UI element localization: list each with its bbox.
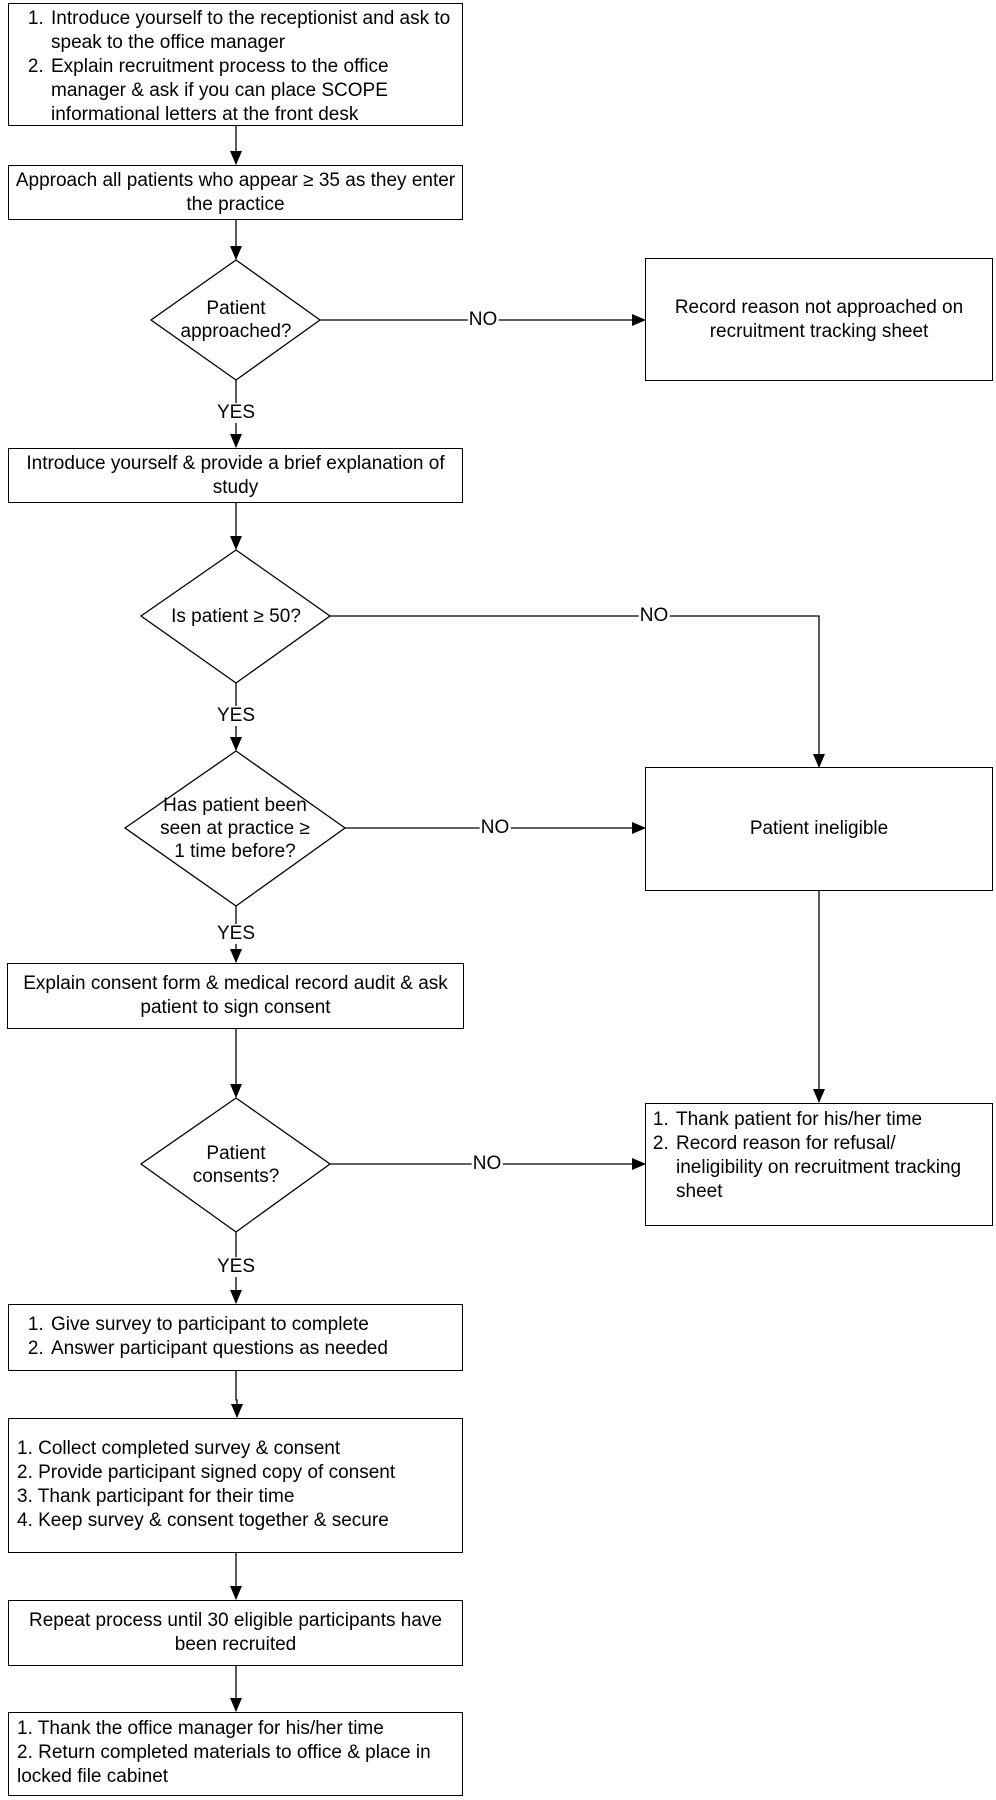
- label-no-seen-before: NO: [479, 817, 511, 838]
- decision-consents-text: Patient consents?: [192, 1143, 280, 1187]
- arrow-s5-s6: [231, 1371, 243, 1418]
- step-introduce-study-text: Introduce yourself & provide a brief exp…: [26, 452, 445, 498]
- step-collect-survey: 1. Collect completed survey & consent 2.…: [8, 1418, 463, 1553]
- step-introduce-study: Introduce yourself & provide a brief exp…: [8, 448, 463, 503]
- result-thank-patient-item-2: Record reason for refusal/ ineligibility…: [674, 1132, 986, 1204]
- step-give-survey-item-1: Give survey to participant to complete: [49, 1313, 456, 1337]
- step-give-survey: Give survey to participant to complete A…: [8, 1304, 463, 1371]
- step-thank-office-manager-line-1: 1. Thank the office manager for his/her …: [17, 1718, 384, 1739]
- decision-diamond-age: [139, 549, 332, 684]
- arrow-d2-r2: [330, 615, 825, 768]
- step-repeat-process: Repeat process until 30 eligible partici…: [8, 1600, 463, 1666]
- step-approach-patients: Approach all patients who appear ≥ 35 as…: [8, 165, 463, 220]
- decision-age-text: Is patient ≥ 50?: [171, 605, 301, 627]
- decision-diamond-approached: [149, 259, 322, 381]
- step-collect-line-1: 1. Collect completed survey & consent: [17, 1438, 341, 1459]
- label-yes-age: YES: [215, 705, 257, 726]
- step-intro-item-2: Explain recruitment process to the offic…: [49, 55, 456, 127]
- label-yes-consents: YES: [215, 1256, 257, 1277]
- result-record-not-approached: Record reason not approached on recruitm…: [645, 258, 993, 381]
- step-explain-consent-text: Explain consent form & medical record au…: [23, 973, 448, 1018]
- step-give-survey-item-2: Answer participant questions as needed: [49, 1337, 456, 1361]
- decision-diamond-seen-before: [123, 750, 347, 907]
- result-patient-ineligible: Patient ineligible: [645, 767, 993, 891]
- step-intro-office-manager: Introduce yourself to the receptionist a…: [8, 3, 463, 126]
- step-thank-office-manager-line-2: 2. Return completed materials to office …: [17, 1742, 431, 1787]
- decision-seen-before-text: Has patient been seen at practice ≥ 1 ti…: [160, 794, 310, 862]
- label-yes-seen-before: YES: [215, 923, 257, 944]
- label-no-age: NO: [638, 605, 670, 626]
- step-explain-consent: Explain consent form & medical record au…: [7, 963, 464, 1029]
- step-collect-line-4: 4. Keep survey & consent together & secu…: [17, 1510, 389, 1531]
- step-collect-line-2: 2. Provide participant signed copy of co…: [17, 1462, 396, 1483]
- step-approach-patients-text: Approach all patients who appear ≥ 35 as…: [15, 169, 456, 215]
- step-collect-line-3: 3. Thank participant for their time: [17, 1486, 295, 1507]
- label-yes-approached: YES: [215, 402, 257, 423]
- decision-diamond-consents: [139, 1097, 332, 1233]
- result-thank-patient-item-1: Thank patient for his/her time: [674, 1108, 986, 1132]
- step-thank-office-manager: 1. Thank the office manager for his/her …: [8, 1712, 463, 1796]
- result-record-not-approached-text: Record reason not approached on recruitm…: [674, 296, 964, 342]
- result-patient-ineligible-text: Patient ineligible: [749, 818, 889, 839]
- step-intro-item-1: Introduce yourself to the receptionist a…: [49, 7, 456, 55]
- result-thank-patient: Thank patient for his/her time Record re…: [645, 1103, 993, 1226]
- step-repeat-process-text: Repeat process until 30 eligible partici…: [29, 1610, 442, 1655]
- label-no-approached: NO: [467, 309, 499, 330]
- label-no-consents: NO: [471, 1153, 503, 1174]
- decision-approached-text: Patient approached?: [180, 298, 292, 342]
